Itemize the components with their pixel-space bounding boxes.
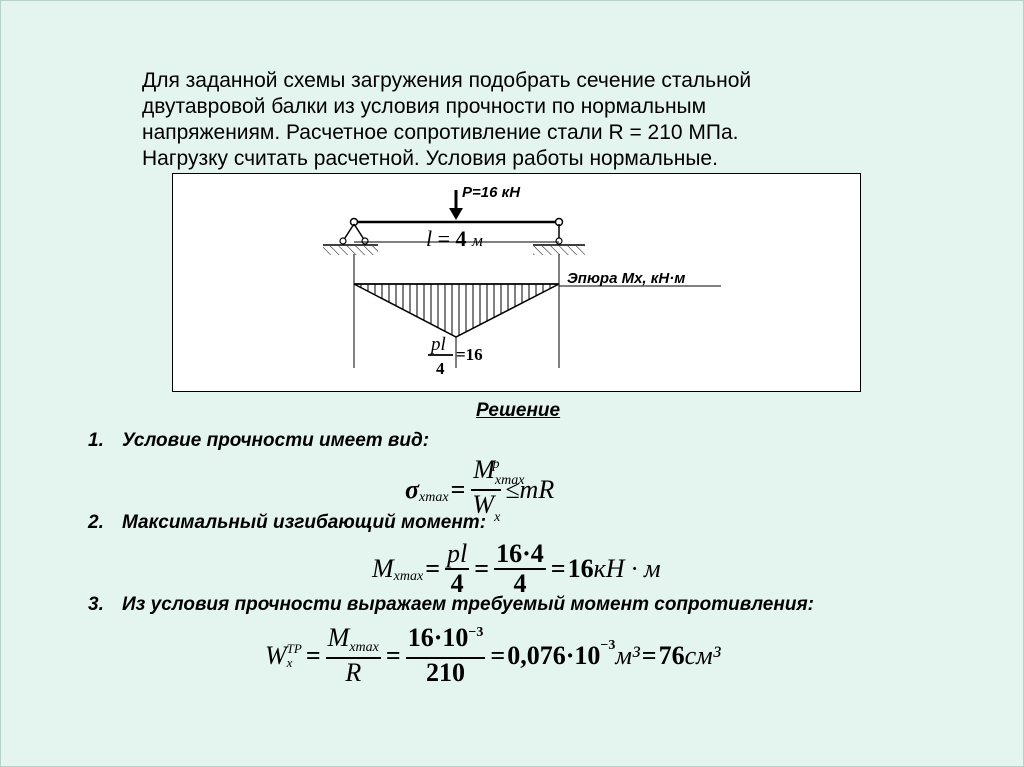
problem-statement: Для заданной схемы загружения подобрать … — [142, 68, 882, 172]
moment-symbol: M — [473, 455, 495, 484]
problem-line: двутавровой балки из условия прочности п… — [142, 95, 707, 118]
inequality-rhs: ≤mR — [505, 475, 555, 504]
result-unit: см³ — [684, 640, 721, 670]
equals-sign: = — [550, 554, 566, 583]
problem-line: Нагрузку считать расчетной. Условия рабо… — [142, 147, 718, 170]
max-moment-num: pl — [429, 334, 446, 355]
numeric-fraction: 16·4 4 — [494, 540, 546, 598]
sigma-subscript: xmax — [419, 490, 449, 505]
load-label: P=16 кН — [462, 184, 521, 201]
fraction-numerator: pl — [445, 539, 470, 570]
step-number: 1. — [88, 430, 104, 451]
fraction-denominator: 4 — [450, 569, 464, 598]
equals-sign: = — [425, 554, 441, 583]
step-text: Максимальный изгибающий момент: — [122, 512, 487, 533]
equals-sign: = — [385, 640, 401, 670]
pl-over-4-fraction: pl 4 — [445, 539, 470, 598]
result-unit: кН · м — [593, 554, 661, 583]
modulus-symbol: W — [472, 490, 495, 519]
fraction-denominator: 4 — [513, 569, 527, 598]
modulus-subscript: x — [286, 654, 293, 670]
load-arrow — [449, 190, 463, 220]
modulus-symbol: W — [265, 640, 287, 670]
problem-line: Для заданной схемы загружения подобрать … — [142, 69, 752, 92]
step-1: 1. Условие прочности имеет вид: — [88, 430, 429, 452]
step-3: 3. Из условия прочности выражаем требуемы… — [88, 594, 814, 616]
moment-over-modulus-fraction: Mxmaxp Wx — [470, 455, 524, 525]
beam-diagram: P=16 кН l = 4 м Эпюра Мх, кН·м pl 4 =16 — [172, 173, 861, 392]
right-support — [533, 224, 585, 255]
moment-subscript: xmax — [393, 569, 424, 584]
moment-subscript: xmax — [494, 473, 525, 488]
numeric-fraction: 16·10−3 210 — [405, 623, 486, 687]
moment-superscript: p — [492, 457, 500, 472]
beam-diagram-svg: P=16 кН l = 4 м Эпюра Мх, кН·м pl 4 =16 — [323, 184, 721, 378]
exponent: −3 — [600, 637, 616, 653]
max-moment-den: 4 — [436, 359, 445, 378]
moment-subscript: xmax — [349, 640, 379, 655]
equals-sign: = — [641, 640, 657, 670]
epure-label: Эпюра Мх, кН·м — [567, 270, 685, 287]
step-number: 2. — [88, 512, 104, 533]
fraction-numerator: 16·10 — [407, 623, 469, 652]
modulus-subscript: x — [494, 510, 501, 525]
pin-left — [349, 217, 359, 227]
equals-sign: = — [450, 475, 466, 504]
sigma-symbol: σ — [405, 475, 420, 504]
result-value: 76 — [658, 640, 685, 670]
step-number: 3. — [88, 594, 104, 615]
step-2: 2. Максимальный изгибающий момент: — [88, 512, 486, 534]
moment-symbol: M — [327, 623, 350, 652]
equals-sign: = — [474, 554, 490, 583]
problem-line: напряжениям. Расчетное сопротивление ста… — [142, 121, 739, 144]
solution-heading: Решение — [476, 400, 561, 421]
left-support — [323, 223, 378, 255]
moment-over-r-fraction: Mxmax R — [325, 623, 381, 687]
result-value: 16 — [567, 554, 594, 583]
modulus-superscript: TP — [286, 640, 302, 656]
max-moment-value: =16 — [456, 345, 483, 364]
span-label: l = 4 м — [426, 226, 483, 251]
fraction-denominator: 210 — [426, 658, 466, 687]
exponent: −3 — [468, 625, 484, 640]
step-text: Условие прочности имеет вид: — [122, 430, 430, 451]
fraction-numerator: 16·4 — [494, 539, 546, 570]
moment-symbol: M — [372, 554, 394, 583]
moment-epure — [353, 283, 560, 368]
intermediate-value: 0,076·10 — [507, 640, 601, 670]
step-text: Из условия прочности выражаем требуемый … — [122, 594, 814, 615]
resistance-symbol: R — [345, 658, 362, 687]
unit: м³ — [615, 640, 640, 670]
equals-sign: = — [305, 640, 321, 670]
equals-sign: = — [490, 640, 506, 670]
